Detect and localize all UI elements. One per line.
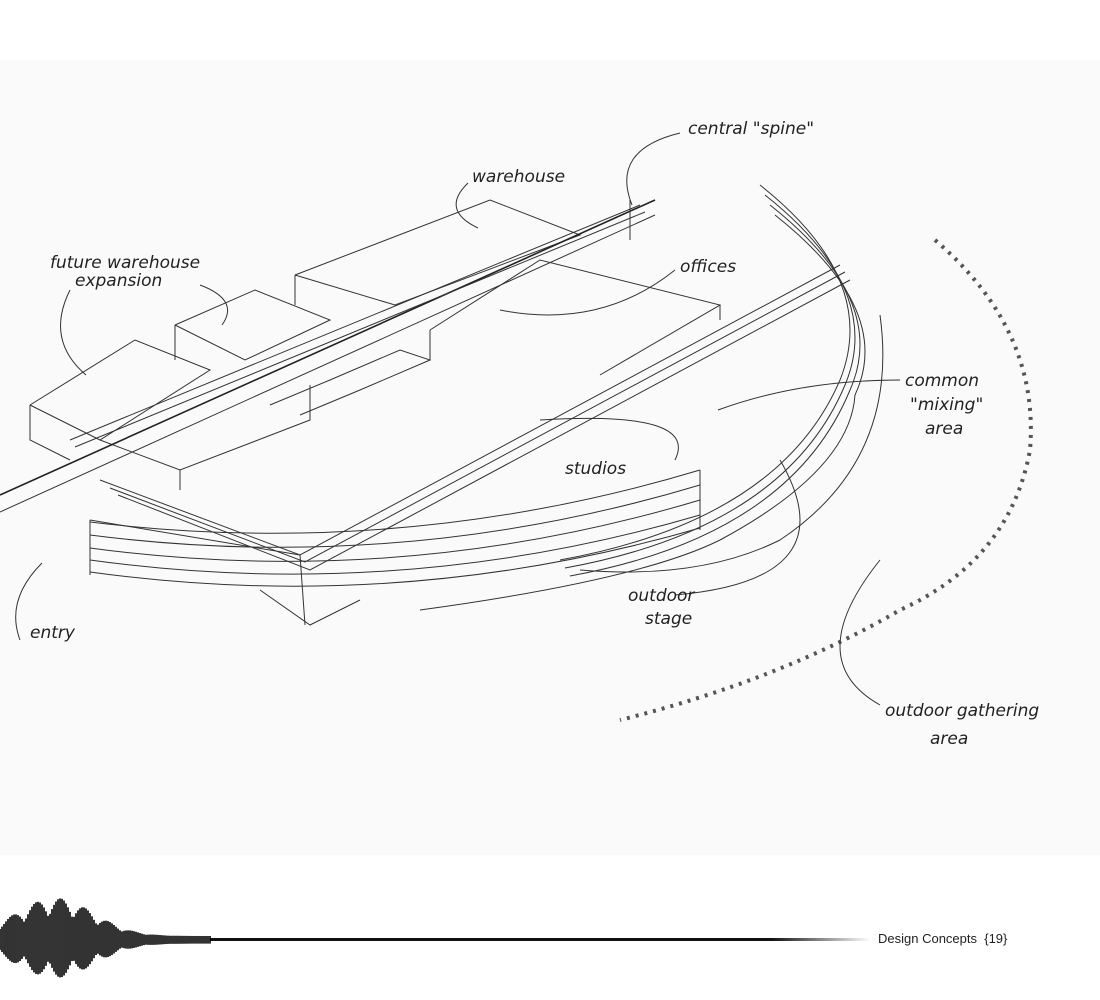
label-studios: studios [565, 459, 626, 479]
labels: warehouse central "spine" future warehou… [30, 119, 1039, 749]
label-offices: offices [680, 257, 736, 277]
label-warehouse: warehouse [472, 167, 565, 187]
label-expansion: expansion [75, 271, 162, 291]
label-mixing: "mixing" [910, 395, 983, 415]
label-gathering-area: area [930, 729, 968, 749]
label-stage: stage [645, 609, 692, 629]
warehouse-blocks [29, 199, 582, 490]
waveform-footer-graphic [0, 898, 870, 978]
label-outdoor-gathering: outdoor gathering [885, 701, 1039, 721]
label-future-warehouse: future warehouse [50, 253, 200, 273]
page-number: {19} [984, 931, 1008, 946]
central-spine [0, 199, 656, 513]
label-central-spine: central "spine" [688, 119, 814, 139]
concept-sketch-panel: warehouse central "spine" future warehou… [0, 60, 1100, 855]
label-area: area [925, 419, 963, 439]
waveform-icon [0, 898, 211, 978]
common-mixing-arc [419, 184, 884, 611]
label-common: common [905, 371, 979, 391]
leader-lines [15, 132, 901, 706]
label-entry: entry [30, 623, 76, 643]
outdoor-gathering-trees [619, 238, 1033, 722]
section-title: Design Concepts [878, 931, 977, 946]
label-outdoor: outdoor [628, 586, 695, 606]
footer-rule [210, 938, 870, 941]
studios-block [89, 264, 851, 626]
offices-block [429, 259, 722, 376]
site-concept-sketch: warehouse central "spine" future warehou… [0, 119, 1039, 749]
page-footer: Design Concepts {19} [878, 931, 1007, 946]
